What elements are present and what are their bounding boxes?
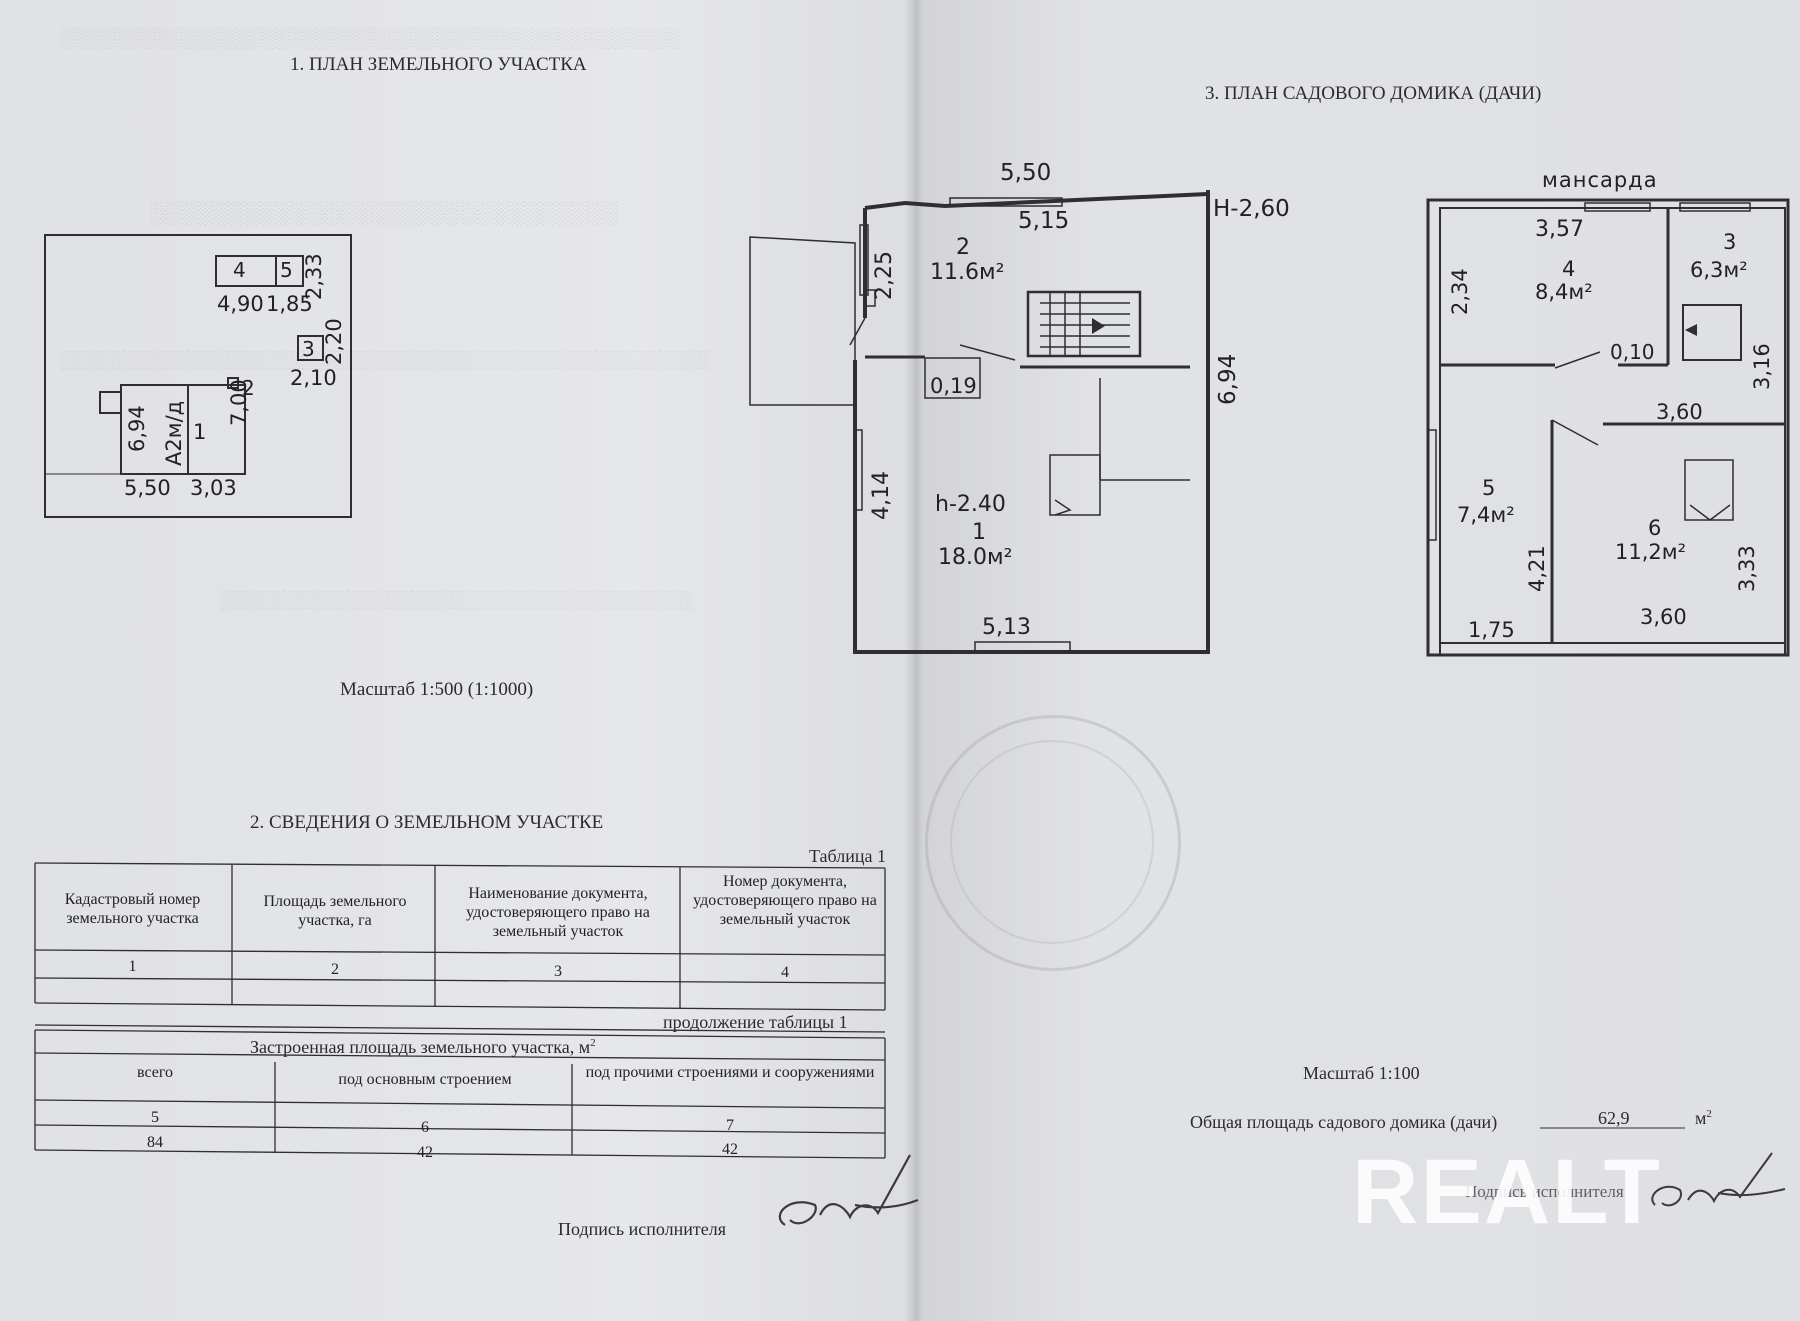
gf-dim-top-inner: 5,15 xyxy=(1018,208,1070,234)
table-col-number-3: 3 xyxy=(554,963,562,980)
built-area-main-value: 42 xyxy=(417,1144,433,1161)
total-area-unit: м2 xyxy=(1695,1108,1712,1128)
built-area-title: Застроенная площадь земельного участка, … xyxy=(250,1037,596,1057)
built-area-header-main: под основным строением xyxy=(338,1071,512,1088)
building-3 xyxy=(297,335,324,361)
building-4-5 xyxy=(215,255,304,287)
attic-dim-333: 3,33 xyxy=(1735,545,1759,592)
section2-title: 2. СВЕДЕНИЯ О ЗЕМЕЛЬНОМ УЧАСТКЕ xyxy=(250,812,604,833)
signature-right xyxy=(1651,1152,1786,1207)
site-building-5-label: 5 xyxy=(280,258,293,282)
attic-room-3-area: 6,3м² xyxy=(1690,258,1748,282)
section1-title: 1. ПЛАН ЗЕМЕЛЬНОГО УЧАСТКА xyxy=(290,54,587,75)
faded-stamp-inner xyxy=(950,740,1154,944)
built-area-header-other: под прочими строениями и сооружениями xyxy=(585,1064,875,1081)
staircase xyxy=(1026,290,1142,358)
attic-room-6-area: 11,2м² xyxy=(1615,540,1687,564)
attic-dim-360-upper: 3,60 xyxy=(1656,400,1703,424)
total-area-label: Общая площадь садового домика (дачи) xyxy=(1190,1112,1498,1132)
show-through-text: ░░░░░░░░░░░░░░░░░░░░░░░░░░░░░░░░░░░░░ xyxy=(220,590,692,610)
gf-dim-414: 4,14 xyxy=(869,471,894,520)
built-area-other-value: 42 xyxy=(722,1141,738,1158)
site-dim-303: 3,03 xyxy=(190,476,237,500)
built-area-total-value: 84 xyxy=(147,1134,163,1151)
attic-dim-234: 2,34 xyxy=(1448,268,1472,315)
house-plan-scale: Масштаб 1:100 xyxy=(1303,1063,1420,1083)
table-header-cadastral: Кадастровый номер земельного участка xyxy=(64,891,201,927)
site-dim-220: 2,20 xyxy=(322,318,346,365)
gf-room-1-number: 1 xyxy=(972,520,986,545)
signature-label-left: Подпись исполнителя xyxy=(558,1219,726,1239)
table-col-number-1: 1 xyxy=(128,958,137,975)
attic-staircase xyxy=(1682,304,1742,361)
realt-watermark: REALT xyxy=(1352,1141,1662,1243)
table-caption: Таблица 1 xyxy=(809,846,886,866)
gf-dim-top-outer: 5,50 xyxy=(1000,160,1052,186)
signature-left xyxy=(778,1154,919,1226)
gf-dim-225: 2,25 xyxy=(872,251,897,300)
site-dim-490: 4,90 xyxy=(217,292,264,316)
site-dim-694: 6,94 xyxy=(125,405,149,452)
site-dim-550: 5,50 xyxy=(124,476,171,500)
attic-room-4-number: 4 xyxy=(1562,257,1576,281)
attic-room-4-area: 8,4м² xyxy=(1535,280,1593,304)
site-building-2-label: 2 xyxy=(242,376,255,400)
attic-room-5-area: 7,4м² xyxy=(1457,503,1515,527)
page-fold xyxy=(905,0,923,1321)
show-through-text: ░░░░░░░░░░░░░░░░░░░░░░░░░░░░░░ xyxy=(150,200,618,225)
attic-dim-316: 3,16 xyxy=(1750,343,1774,390)
attic-room-3-number: 3 xyxy=(1723,230,1737,254)
site-dim-185: 1,85 xyxy=(266,292,313,316)
attic-dim-175: 1,75 xyxy=(1468,618,1515,642)
attic-dim-010: 0,10 xyxy=(1610,340,1655,364)
attic-label: мансарда xyxy=(1542,168,1658,192)
site-building-4-label: 4 xyxy=(233,258,246,282)
right-page xyxy=(915,0,1800,1321)
show-through-text: ░░░░░░░░░░░░░░░░░░░░░░░░░░░░░░░░░░░░░░░░… xyxy=(60,350,711,370)
gf-room-2-number: 2 xyxy=(956,235,970,260)
site-plan-scale: Масштаб 1:500 (1:1000) xyxy=(340,679,534,700)
show-through-text: ░░░░░░░░░░░░░░░░░░░░░░░░░░░░░░░░░░░░░░░░… xyxy=(60,28,680,49)
site-plan-border xyxy=(44,234,352,518)
table-header-doc-number: Номер документа, удостоверяющего право н… xyxy=(693,873,877,928)
site-dim-210: 2,10 xyxy=(290,366,337,390)
built-area-col-7: 7 xyxy=(726,1117,734,1134)
gf-room-1-area: 18.0м² xyxy=(938,545,1013,570)
attic-room-5-number: 5 xyxy=(1482,476,1496,500)
gf-room-2-area: 11.6м² xyxy=(930,260,1005,285)
section3-title: 3. ПЛАН САДОВОГО ДОМИКА (ДАЧИ) xyxy=(1205,83,1542,104)
site-dim-233: 2,33 xyxy=(302,253,326,300)
table-col-number-2: 2 xyxy=(331,961,339,978)
total-area-value: 62,9 xyxy=(1598,1108,1630,1128)
gf-dim-019: 0,19 xyxy=(930,374,977,398)
attic-dim-357: 3,57 xyxy=(1535,217,1584,242)
site-building-1-label: 1 xyxy=(193,420,207,444)
table-continuation: продолжение таблицы 1 xyxy=(663,1012,848,1032)
site-building-3-label: 3 xyxy=(302,337,315,361)
site-building-a2-label: А2м/д xyxy=(162,400,186,466)
porch xyxy=(749,236,856,406)
attic-dim-360-lower: 3,60 xyxy=(1640,605,1687,629)
table-col-number-4: 4 xyxy=(781,964,789,981)
table-header-area: Площадь земельного участка, га xyxy=(263,893,407,929)
gf-dim-513: 5,13 xyxy=(982,615,1031,640)
attic-dim-421: 4,21 xyxy=(1525,545,1549,592)
table-header-doc-name: Наименование документа, удостоверяющего … xyxy=(466,885,650,940)
main-building xyxy=(120,384,246,475)
built-area-col-5: 5 xyxy=(151,1109,159,1126)
gf-dim-694: 6,94 xyxy=(1215,353,1241,405)
table-1-grid xyxy=(34,862,886,1159)
gf-height-label: Н-2,60 xyxy=(1213,196,1290,222)
ground-floor-outer-wall xyxy=(853,191,1210,654)
built-area-col-6: 6 xyxy=(421,1119,429,1136)
attic-room-6-number: 6 xyxy=(1648,516,1662,540)
gf-room-1-height: h-2.40 xyxy=(935,492,1006,517)
faded-stamp xyxy=(925,715,1181,971)
built-area-header-total: всего xyxy=(136,1064,174,1081)
signature-label-right: Подпись исполнителя xyxy=(1465,1182,1624,1201)
